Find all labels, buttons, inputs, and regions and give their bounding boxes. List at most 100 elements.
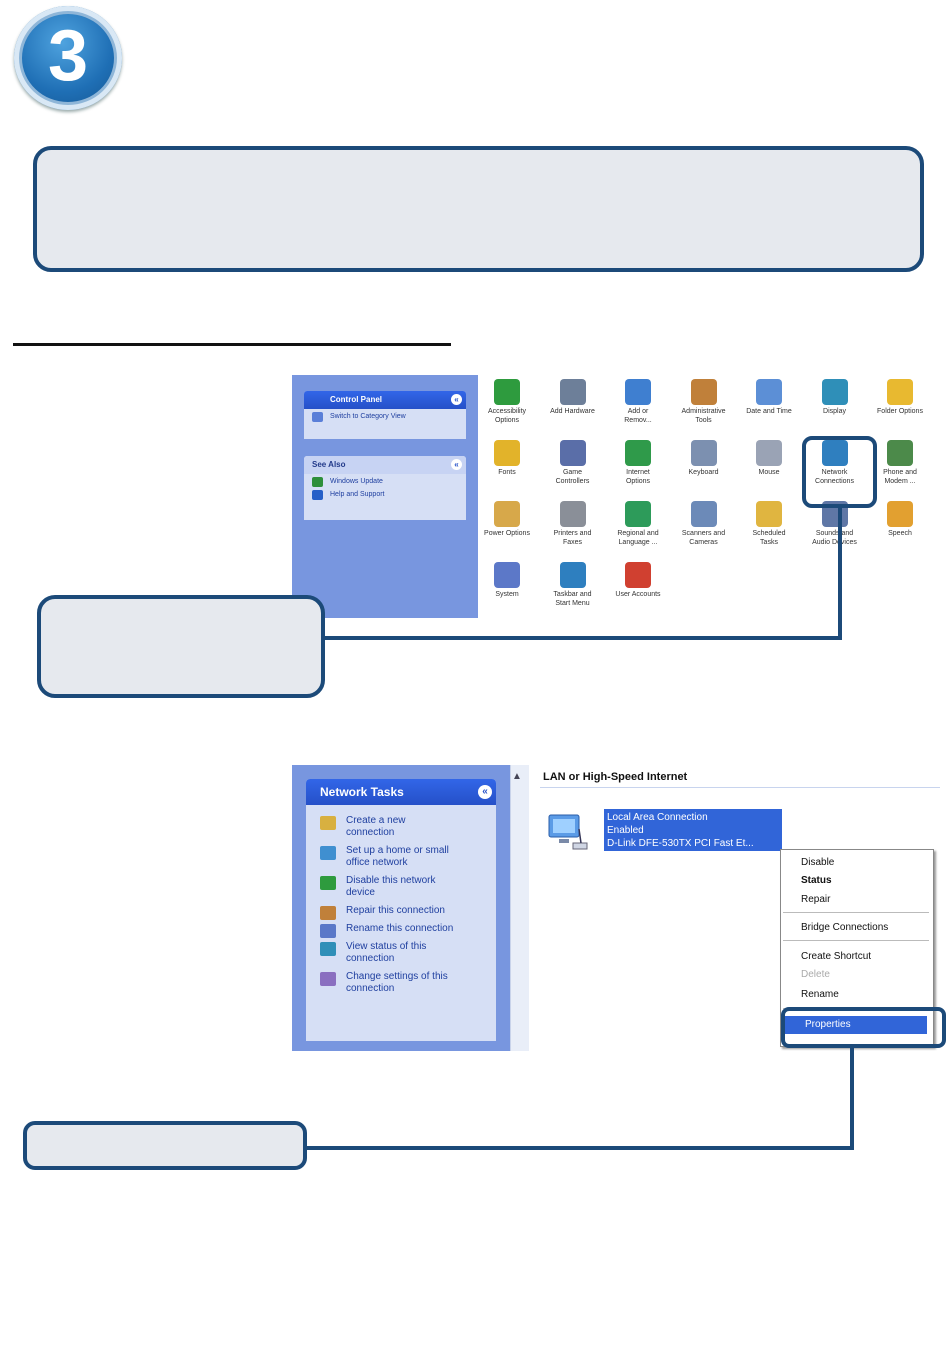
cp-item-label: Taskbar and: [553, 591, 592, 598]
collapse-icon[interactable]: «: [451, 459, 462, 470]
cp-item-label: Printers and: [553, 530, 592, 537]
cp-item-label: System: [495, 591, 519, 598]
task-label: Disable this network: [346, 875, 436, 886]
properties-highlight: [781, 1007, 946, 1048]
cp-item-label: Administrative: [681, 408, 726, 415]
cp-item-label: Date and Time: [746, 408, 792, 415]
cp-item-fonts[interactable]: Fonts: [477, 440, 537, 477]
context-menu: Disable Status Repair Bridge Connections…: [780, 849, 934, 1047]
menu-item-bridge-connections[interactable]: Bridge Connections: [801, 922, 889, 933]
group-divider: [540, 787, 940, 788]
cp-item-label: Language ...: [618, 539, 658, 546]
cp-item-mouse[interactable]: Mouse: [739, 440, 799, 477]
cp-item-label: Start Menu: [555, 600, 590, 607]
menu-item-create-shortcut[interactable]: Create Shortcut: [801, 951, 872, 962]
cp-item-label: Faxes: [562, 539, 583, 546]
cp-item-label: Fonts: [498, 469, 516, 476]
add-or-remov-icon: [625, 379, 651, 405]
switch-view-icon: [312, 412, 323, 422]
cp-item-power-options[interactable]: Power Options: [477, 501, 537, 538]
cp-item-label: Mouse: [758, 469, 780, 476]
collapse-icon[interactable]: «: [478, 785, 492, 799]
task-icon: [320, 906, 336, 920]
help-support-link[interactable]: Help and Support: [304, 487, 466, 500]
network-task-5[interactable]: Rename this connection: [306, 923, 496, 938]
local-area-connection-item[interactable]: Local Area Connection Enabled D-Link DFE…: [604, 809, 782, 851]
mouse-icon: [756, 440, 782, 466]
properties-callout: [23, 1121, 307, 1170]
cp-item-label: Modem ...: [884, 478, 916, 485]
switch-view-label: Switch to Category View: [330, 413, 406, 420]
control-panel-box: Control Panel « Switch to Category View: [304, 391, 466, 439]
cp-item-date-and-time[interactable]: Date and Time: [739, 379, 799, 416]
cp-item-folder-options[interactable]: Folder Options: [870, 379, 930, 416]
menu-item-disable[interactable]: Disable: [801, 857, 835, 868]
network-connections-icon: [821, 440, 848, 466]
network-task-4[interactable]: Repair this connection: [306, 905, 496, 920]
add-hardware-icon: [559, 379, 586, 405]
task-label: Change settings of this: [346, 971, 448, 982]
callout-connector: [322, 636, 842, 640]
cp-item-label: Scanners and: [681, 530, 726, 537]
task-icon: [320, 846, 336, 860]
menu-item-rename[interactable]: Rename: [801, 989, 839, 1000]
vertical-scrollbar[interactable]: [510, 765, 529, 1051]
task-label: device: [346, 887, 375, 898]
cp-item-label: Scheduled: [752, 530, 786, 537]
cp-item-label: Game: [562, 469, 583, 476]
menu-item-properties[interactable]: Properties: [785, 1016, 927, 1034]
cp-item-label: Audio Devices: [812, 539, 857, 546]
network-tasks-header: Network Tasks «: [306, 779, 496, 805]
user-accounts-icon: [625, 562, 651, 588]
cp-item-system[interactable]: System: [477, 562, 537, 599]
windows-update-icon: [312, 477, 323, 487]
network-connection-icon[interactable]: [545, 809, 593, 853]
collapse-icon[interactable]: «: [451, 394, 462, 405]
scroll-up-arrow-icon[interactable]: ▲: [512, 771, 522, 782]
taskbar-and-start-menu-icon: [559, 562, 586, 588]
cp-item-label: Regional and: [617, 530, 659, 537]
cp-item-label: Phone and: [883, 469, 917, 476]
task-icon: [320, 816, 336, 830]
windows-update-link[interactable]: Windows Update: [304, 474, 466, 487]
see-also-title: See Also: [312, 460, 346, 469]
regional-and-language-icon: [625, 501, 651, 527]
switch-category-view-link[interactable]: Switch to Category View: [304, 409, 466, 422]
cp-item-display[interactable]: Display: [805, 379, 865, 416]
cp-item-keyboard[interactable]: Keyboard: [674, 440, 734, 477]
task-icon: [320, 924, 336, 938]
cp-item-label: Speech: [888, 530, 912, 537]
cp-item-label: Keyboard: [688, 469, 719, 476]
task-label: office network: [346, 857, 408, 868]
task-label: connection: [346, 953, 395, 964]
menu-item-status[interactable]: Status: [801, 875, 832, 886]
cp-item-label: Add or: [627, 408, 649, 415]
cp-item-add-hardware[interactable]: Add Hardware: [543, 379, 603, 416]
cp-item-speech[interactable]: Speech: [870, 501, 930, 538]
cp-item-user-accounts[interactable]: User Accounts: [608, 562, 668, 599]
connection-device: D-Link DFE-530TX PCI Fast Et...: [607, 838, 754, 849]
task-label: Rename this connection: [346, 923, 454, 934]
date-and-time-icon: [756, 379, 782, 405]
menu-item-repair[interactable]: Repair: [801, 894, 831, 905]
see-also-header: See Also «: [304, 456, 466, 474]
scheduled-tasks-icon: [756, 501, 782, 527]
